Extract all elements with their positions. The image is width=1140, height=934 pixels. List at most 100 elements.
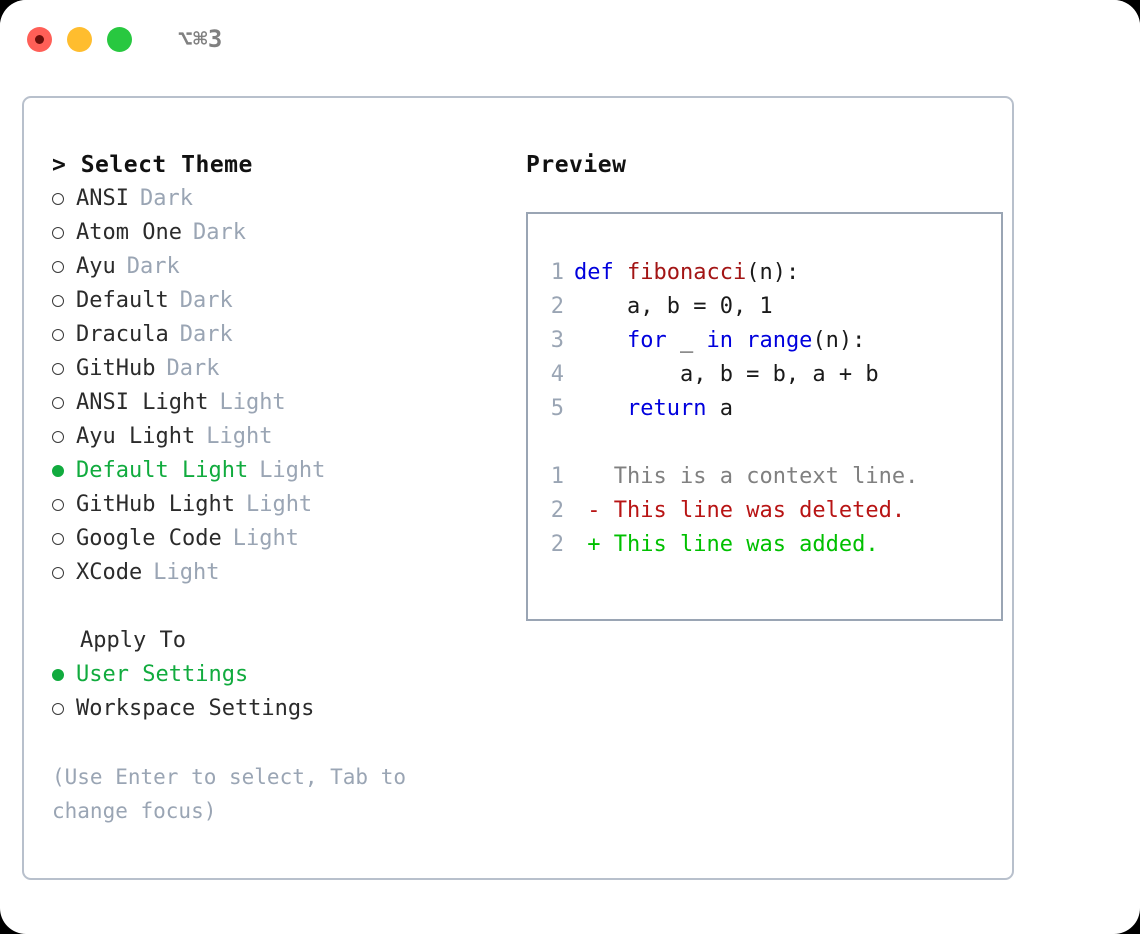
title-bar: ⌥⌘3 [0,0,1140,78]
radio-unselected-icon [52,363,76,375]
theme-variant-badge: Dark [179,288,233,313]
maximize-button[interactable] [107,26,132,52]
keyboard-hint-text: (Use Enter to select, Tab to change focu… [52,765,407,823]
radio-dot [52,431,64,443]
code-line-content: return a [574,392,733,426]
radio-dot [52,295,64,307]
window-controls [27,26,132,52]
code-line: 3 for _ in range(n): [528,324,1001,358]
radio-unselected-icon [52,499,76,511]
theme-option-2[interactable]: Ayu Dark [52,250,504,284]
theme-option-7[interactable]: Ayu Light Light [52,420,504,454]
code-token: (n): [812,328,866,353]
theme-variant-badge: Light [219,390,286,415]
radio-dot [52,703,64,715]
list-spacer [52,590,504,624]
code-token: def [574,260,627,285]
theme-variant-badge: Dark [139,186,193,211]
radio-dot [52,499,64,511]
diff-line: 2 - This line was deleted. [528,494,1001,528]
theme-option-6[interactable]: ANSI Light Light [52,386,504,420]
radio-unselected-icon [52,329,76,341]
radio-dot [52,465,64,477]
code-line-content: a, b = b, a + b [574,358,879,392]
theme-variant-badge: Dark [126,254,180,279]
radio-dot [52,329,64,341]
code-line-number: 2 [550,294,564,319]
theme-option-label: Ayu [76,254,116,279]
radio-dot [52,567,64,579]
radio-dot [52,261,64,273]
theme-option-label: Atom One [76,220,182,245]
code-token: in range [706,328,813,353]
theme-option-label: XCode [76,560,143,585]
code-token: a [719,396,733,421]
theme-option-4[interactable]: Dracula Dark [52,318,504,352]
apply-to-option-label: Workspace Settings [76,696,315,721]
apply-to-option-label: User Settings [76,662,249,687]
radio-dot [52,397,64,409]
code-line-content: def fibonacci(n): [574,256,799,290]
theme-variant-badge: Dark [179,322,233,347]
apply-to-heading: Apply To [80,628,186,653]
radio-unselected-icon [52,261,76,273]
diff-marker: + [574,532,614,557]
diff-line-number: 2 [550,498,564,523]
diff-marker: - [574,498,614,523]
code-line-content: for _ in range(n): [574,324,865,358]
radio-dot [52,669,64,681]
code-diff-separator [528,426,1001,460]
code-line: 1 def fibonacci(n): [528,256,1001,290]
code-token: a, b = 0, 1 [574,294,773,319]
apply-to-option-1[interactable]: Workspace Settings [52,692,504,726]
theme-option-1[interactable]: Atom One Dark [52,216,504,250]
apply-to-option-0[interactable]: User Settings [52,658,504,692]
code-token: fibonacci [626,260,747,285]
code-line-number: 1 [550,260,564,285]
code-line-number: 4 [550,362,564,387]
radio-unselected-icon [52,295,76,307]
code-line: 4 a, b = b, a + b [528,358,1001,392]
code-line: 2 a, b = 0, 1 [528,290,1001,324]
radio-selected-icon [52,465,76,477]
code-line-number: 5 [550,396,564,421]
minimize-button[interactable] [67,26,92,52]
radio-dot [52,227,64,239]
theme-variant-badge: Light [206,424,273,449]
radio-unselected-icon [52,397,76,409]
theme-option-label: Default Light [76,458,249,483]
radio-dot [52,533,64,545]
diff-line: 1 This is a context line. [528,460,1001,494]
close-button[interactable] [27,26,52,52]
theme-variant-badge: Dark [192,220,246,245]
select-theme-heading: > Select Theme [52,152,253,178]
theme-option-label: Google Code [76,526,222,551]
preview-heading: Preview [526,152,627,178]
diff-marker [574,460,614,494]
diff-line-number: 1 [550,464,564,489]
theme-option-label: Dracula [76,322,169,347]
theme-variant-badge: Light [232,526,299,551]
radio-unselected-icon [52,567,76,579]
theme-option-label: Ayu Light [76,424,196,449]
code-line-number: 3 [550,328,564,353]
theme-option-label: ANSI Light [76,390,209,415]
code-token: for [574,328,680,353]
radio-dot [52,193,64,205]
diff-line-content: This is a context line. [613,464,919,489]
theme-option-10[interactable]: Google Code Light [52,522,504,556]
code-token: return [574,396,720,421]
keyboard-shortcut-label: ⌥⌘3 [178,25,223,53]
radio-dot [52,363,64,375]
